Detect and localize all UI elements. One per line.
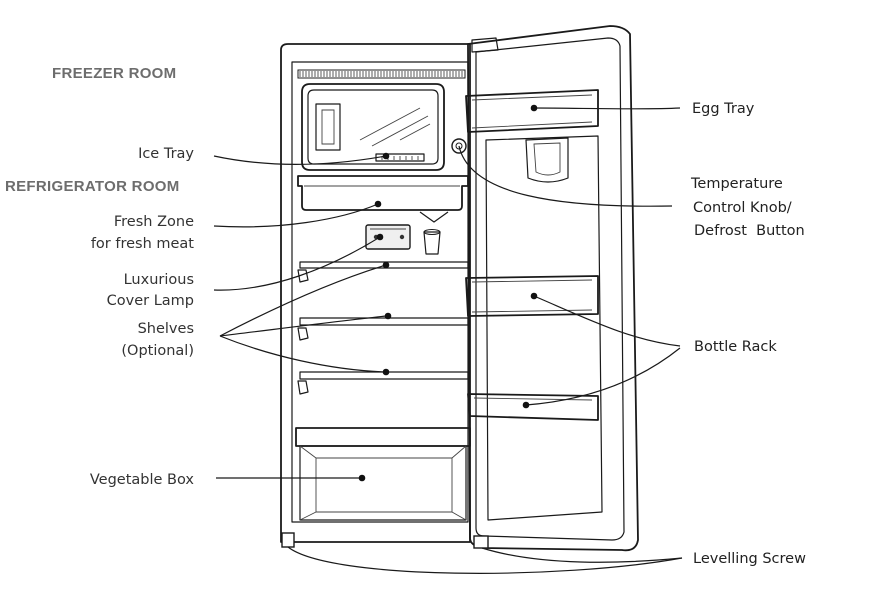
- freezer-compartment: [301, 83, 445, 171]
- temperature-label-line1: Temperature: [690, 176, 783, 192]
- bottle-rack-label: Bottle Rack: [694, 339, 777, 355]
- refrigerator-room-heading: REFRIGERATOR ROOM: [5, 178, 180, 195]
- callout-dots: [358, 104, 538, 482]
- ice-tray-label: Ice Tray: [138, 146, 194, 162]
- fresh-zone-label-line1: Fresh Zone: [114, 214, 194, 230]
- freezer-room-heading: FREEZER ROOM: [52, 65, 176, 82]
- fridge-door: [467, 25, 639, 552]
- temperature-label-line2: Control Knob/: [693, 200, 792, 216]
- fresh-zone-label-line2: for fresh meat: [91, 236, 194, 252]
- cover-lamp-label-line1: Luxurious: [124, 272, 194, 288]
- egg-tray-label: Egg Tray: [692, 101, 755, 117]
- levelling-screw-label: Levelling Screw: [693, 551, 806, 567]
- bottle-rack-lower-dot: [522, 401, 530, 409]
- shelf-3: [297, 371, 469, 395]
- vegetable-box: [295, 427, 471, 521]
- fresh-zone-tray: [297, 175, 469, 223]
- leader-lines: [213, 107, 683, 574]
- shelves-label-line1: Shelves: [138, 321, 194, 337]
- vegetable-box-label: Vegetable Box: [90, 472, 195, 488]
- vegetable-box-dot: [358, 474, 366, 482]
- shelf-3-dot: [382, 368, 390, 376]
- cover-lamp: [365, 224, 411, 250]
- bottle-rack-lower: [467, 393, 599, 421]
- cover-lamp-dot: [376, 233, 384, 241]
- shelf-1: [297, 261, 469, 283]
- bottle-rack-upper-dot: [530, 292, 538, 300]
- egg-tray-dot: [530, 104, 538, 112]
- fresh-zone-dot: [374, 200, 382, 208]
- cup-holder: [423, 229, 441, 255]
- shelves-label-line2: (Optional): [121, 343, 194, 359]
- ice-tray-dot: [382, 152, 390, 160]
- shelf-2-dot: [384, 312, 392, 320]
- cover-lamp-label-line2: Cover Lamp: [107, 293, 194, 309]
- shelf-1-dot: [382, 261, 390, 269]
- temperature-label-line3: Defrost Button: [694, 223, 805, 239]
- fridge-cabinet: [280, 43, 471, 548]
- egg-tray: [465, 89, 599, 133]
- bottle-rack-upper: [465, 275, 599, 317]
- shelf-2: [297, 317, 469, 341]
